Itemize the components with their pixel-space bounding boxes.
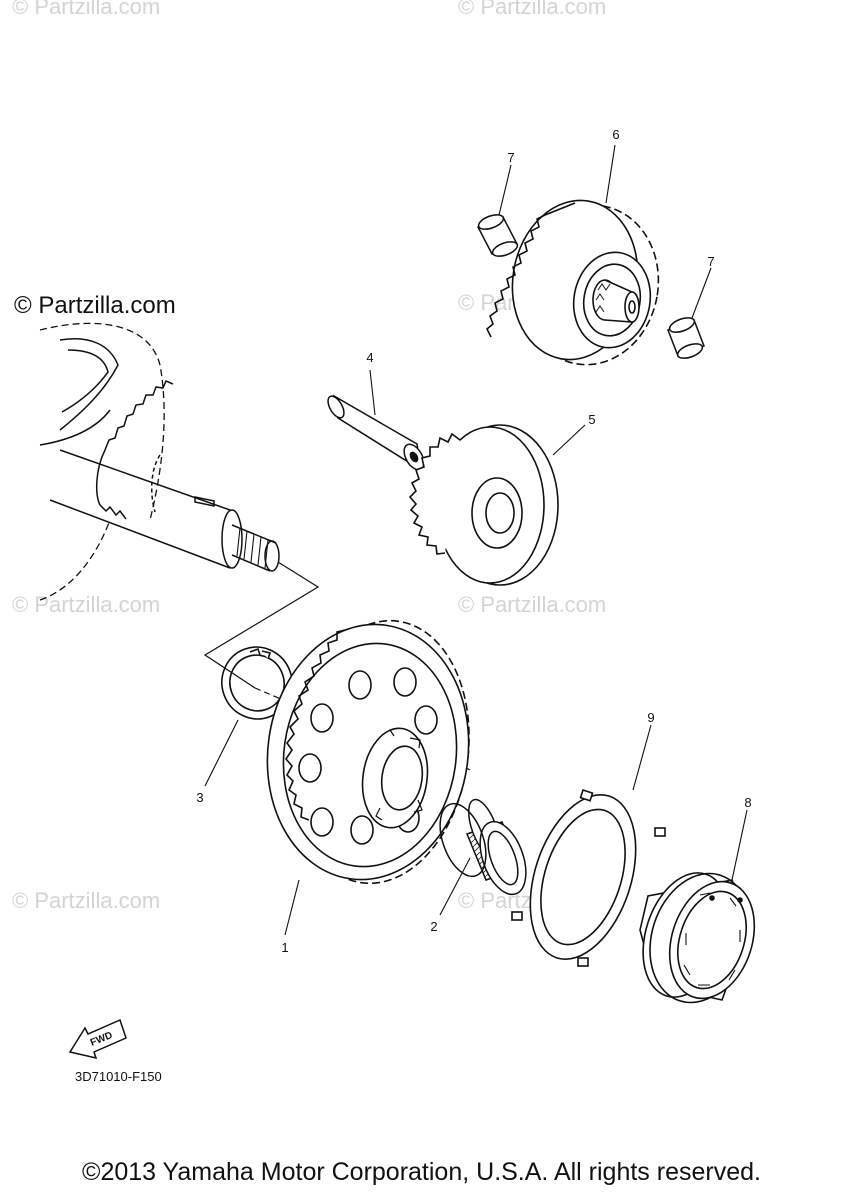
watermark-text: © Partzilla.com <box>12 592 161 617</box>
watermark-text: © Partzilla.com <box>12 0 161 19</box>
diagram-code: 3D71010-F150 <box>75 1069 162 1084</box>
callout-number: 7 <box>707 254 715 269</box>
callout-number: 3 <box>196 790 204 805</box>
callout-number: 1 <box>281 940 289 955</box>
watermark-text: © Partzilla.com <box>458 592 607 617</box>
brand-label: © Partzilla.com <box>14 292 176 319</box>
starter-clutch-part-6 <box>486 199 660 366</box>
bushing-part-7 <box>476 214 519 257</box>
callout-number: 4 <box>366 350 374 365</box>
callout-number: 2 <box>430 919 438 934</box>
bushing-part-7 <box>667 317 705 359</box>
plate-part-9 <box>511 788 666 967</box>
callout-number: 8 <box>744 795 752 810</box>
clutch-housing-part-8 <box>639 872 756 1004</box>
shaft-pin-part-4 <box>327 394 425 472</box>
needle-bearing-part-2 <box>439 798 527 896</box>
callout-number: 7 <box>507 150 515 165</box>
copyright-footer: ©2013 Yamaha Motor Corporation, U.S.A. A… <box>82 1158 761 1186</box>
watermark-text: © Partzilla.com <box>12 888 161 913</box>
callout-leader-lines <box>204 144 748 936</box>
callout-number: 5 <box>588 412 596 427</box>
starter-wheel-gear-part-1 <box>266 619 470 885</box>
watermark-text: © Partzilla.com <box>458 0 607 19</box>
fwd-direction-arrow <box>68 1018 127 1060</box>
callout-number: 9 <box>647 710 655 725</box>
circlip-part-3 <box>221 646 293 720</box>
callout-number: 6 <box>612 127 620 142</box>
idler-gear-part-5 <box>408 424 559 586</box>
crankshaft-illustration <box>39 322 280 601</box>
